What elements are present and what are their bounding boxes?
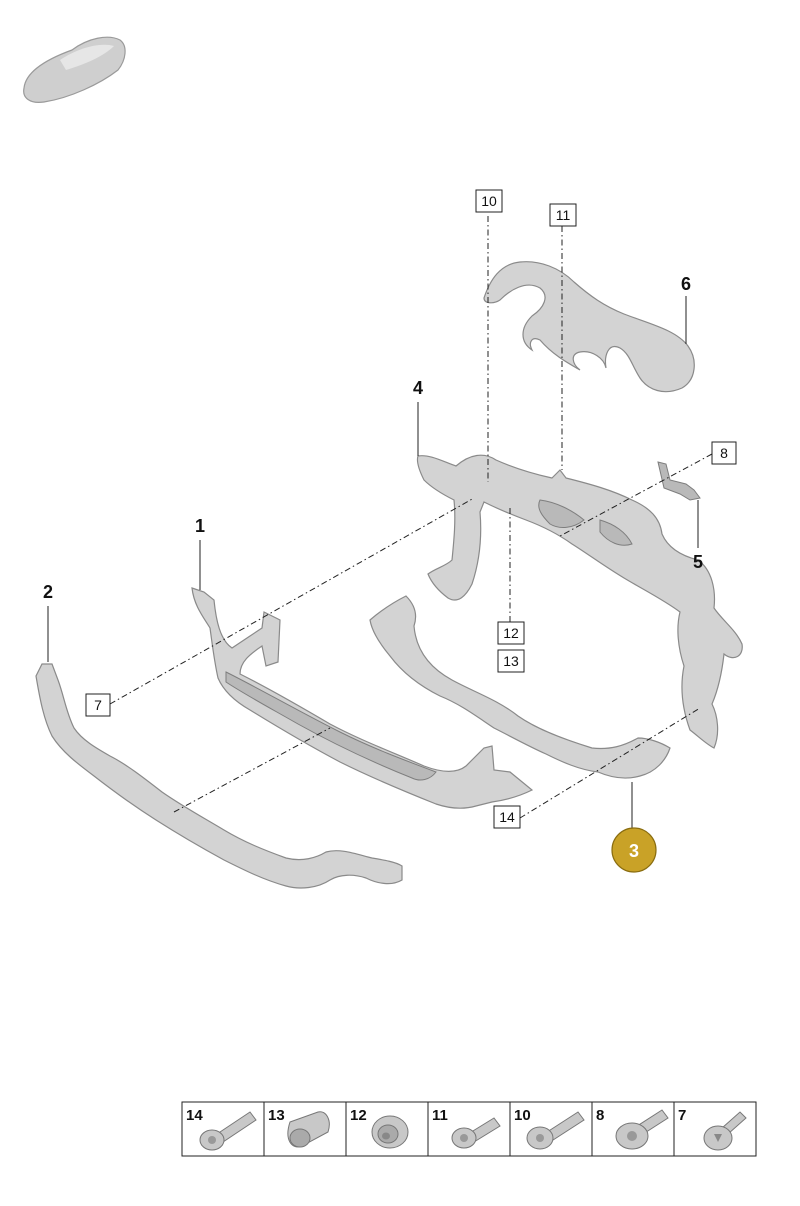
torx-screw-icon [703, 1111, 747, 1151]
legend-label-12: 12 [350, 1107, 367, 1124]
bushing-icon [371, 1115, 409, 1149]
assembly-lines [109, 216, 713, 819]
callout-4: 4 [413, 378, 423, 398]
legend-label-7: 7 [678, 1107, 686, 1124]
callout-1: 1 [195, 516, 205, 536]
callout-2: 2 [43, 582, 53, 602]
callout-6: 6 [681, 274, 691, 294]
legend-label-10: 10 [514, 1107, 531, 1124]
part-3-lower-duct [369, 595, 671, 779]
leader-lines [47, 296, 699, 828]
box-8: 8 [720, 445, 728, 461]
part-4-radiator-support [416, 454, 743, 749]
part-2-deflector [35, 663, 403, 889]
flange-screw-icon [615, 1109, 669, 1150]
part-5-bracket [657, 461, 701, 501]
sleeve-icon [287, 1111, 330, 1148]
box-14: 14 [499, 809, 515, 825]
legend-label-11: 11 [432, 1107, 448, 1124]
legend-label-14: 14 [186, 1107, 203, 1124]
legend-label-8: 8 [596, 1107, 604, 1124]
box-11: 11 [556, 207, 571, 223]
box-7: 7 [94, 697, 102, 713]
box-13: 13 [503, 653, 519, 669]
callout-5: 5 [693, 552, 703, 572]
hardware-legend: 14 13 12 11 10 8 7 [181, 1101, 757, 1157]
callout-3-highlight[interactable]: 3 [611, 827, 657, 873]
bolt-icon [526, 1111, 585, 1150]
legend-label-13: 13 [268, 1107, 285, 1124]
part-1-bumper-beam [191, 587, 534, 809]
box-12: 12 [503, 625, 519, 641]
bolt-icon [199, 1111, 257, 1151]
box-10: 10 [481, 193, 497, 209]
car-silhouette-icon [23, 36, 126, 103]
part-6-air-duct [483, 261, 695, 393]
boxed-callouts: 10 11 8 12 13 7 14 [85, 189, 737, 829]
callout-3: 3 [629, 841, 639, 861]
bolt-icon [451, 1117, 501, 1149]
callout-labels: 1 2 4 5 6 [43, 274, 703, 602]
